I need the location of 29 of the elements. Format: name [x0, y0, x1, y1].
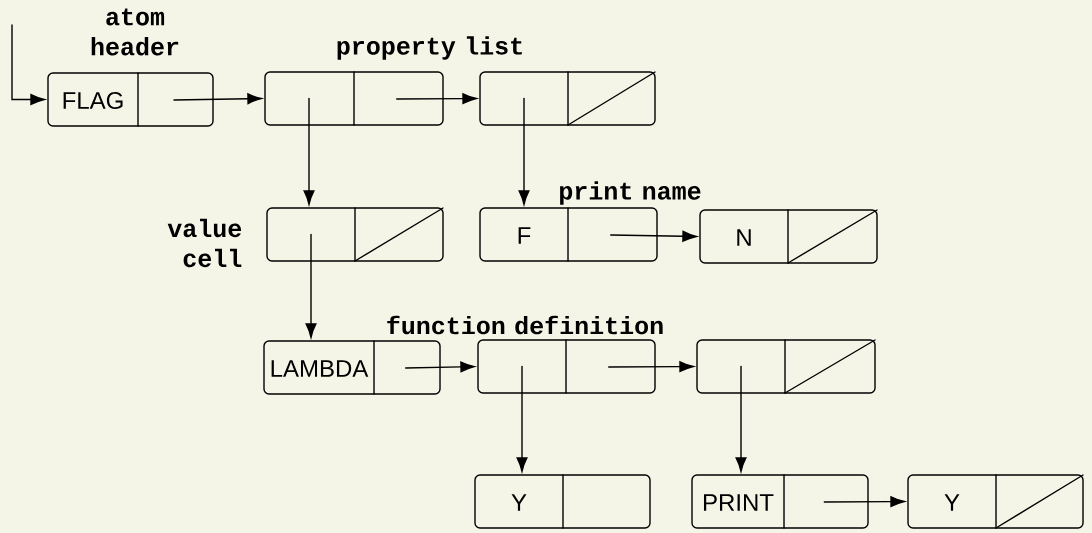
arrow — [735, 365, 747, 472]
cons-cell: LAMBDA — [263, 340, 441, 395]
cell-label: print name — [560, 181, 701, 205]
cons-cell — [266, 207, 444, 262]
arrow — [823, 496, 905, 508]
cons-cell: F — [479, 207, 658, 262]
arrow — [303, 97, 315, 205]
cell-label: property list — [337, 36, 522, 60]
cons-cell: PRINT — [691, 474, 869, 529]
arrow — [405, 361, 475, 373]
cons-cell: Y — [907, 474, 1084, 529]
arrow — [608, 361, 694, 373]
cons-cell: Y — [474, 474, 651, 529]
cons-cell — [696, 339, 876, 394]
cell-label: value cell — [167, 218, 242, 268]
arrow — [516, 365, 528, 472]
cons-cell: FLAG — [47, 72, 214, 127]
arrow — [518, 97, 530, 205]
cons-cell — [479, 71, 656, 126]
cell-label: atom header — [91, 8, 179, 56]
cell-label: function definition — [387, 315, 663, 335]
arrow — [11, 24, 45, 105]
arrow — [305, 233, 317, 338]
arrow — [610, 230, 697, 242]
cons-cell — [477, 339, 656, 394]
arrow — [396, 93, 477, 105]
cons-cell — [264, 71, 444, 126]
arrow — [173, 93, 262, 105]
cons-cell: N — [699, 209, 878, 264]
